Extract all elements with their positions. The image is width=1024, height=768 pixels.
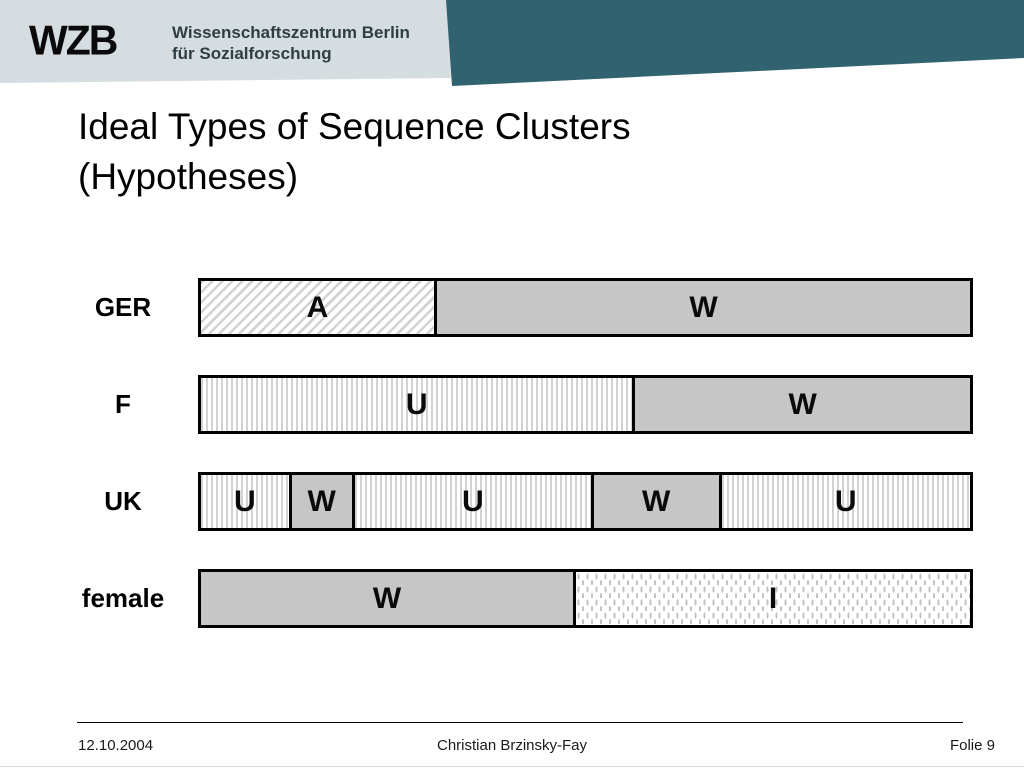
header-band	[0, 0, 451, 83]
row-label: UK	[104, 486, 142, 516]
org-name: Wissenschaftszentrum Berlin für Sozialfo…	[172, 22, 410, 64]
footer-author: Christian Brzinsky-Fay	[436, 737, 588, 754]
segment-letter: U	[461, 484, 484, 518]
bar-segment: A	[201, 281, 434, 334]
bar-segment: W	[590, 475, 719, 528]
footer-date: 12.10.2004	[78, 737, 154, 754]
segment-letter: U	[405, 387, 428, 421]
row-label: GER	[94, 292, 152, 322]
bar-segment: W	[201, 572, 574, 625]
bar-segment: U	[201, 378, 633, 431]
page-title-line1: Ideal Types of Sequence Clusters	[78, 106, 631, 147]
org-name-line2: für Sozialforschung	[172, 44, 332, 63]
segment-letter: W	[788, 387, 817, 421]
segment-letter: W	[372, 581, 402, 615]
segment-letter: W	[689, 290, 718, 324]
sequence-row: UK U W U W U	[0, 472, 973, 531]
segment-letter: U	[834, 484, 857, 518]
bar-segment: W	[632, 378, 970, 431]
segment-letter: A	[306, 290, 329, 324]
slide-header: WZB Wissenschaftszentrum Berlin für Sozi…	[0, 0, 1024, 95]
slide-bottom-edge	[0, 766, 1024, 767]
bar-segment: W	[434, 281, 970, 334]
segment-letter: W	[642, 484, 671, 518]
page-title-line2: (Hypotheses)	[78, 156, 299, 197]
segment-letter: U	[233, 484, 256, 518]
bar-segment: W	[288, 475, 352, 528]
segment-letter: W	[307, 484, 336, 518]
wzb-logo: WZB	[29, 16, 118, 64]
row-label: female	[81, 583, 165, 613]
bar-segment: I	[573, 572, 970, 625]
bar-segment: U	[718, 475, 970, 528]
bar-segment: U	[351, 475, 591, 528]
page-title: Ideal Types of Sequence Clusters (Hypoth…	[78, 102, 818, 202]
org-name-line1: Wissenschaftszentrum Berlin	[172, 23, 410, 42]
footer-divider	[77, 722, 963, 723]
footer-page-number: Folie 9	[949, 737, 995, 754]
bar-segment: U	[201, 475, 289, 528]
row-label: F	[115, 389, 131, 419]
segment-letter: I	[768, 581, 778, 615]
